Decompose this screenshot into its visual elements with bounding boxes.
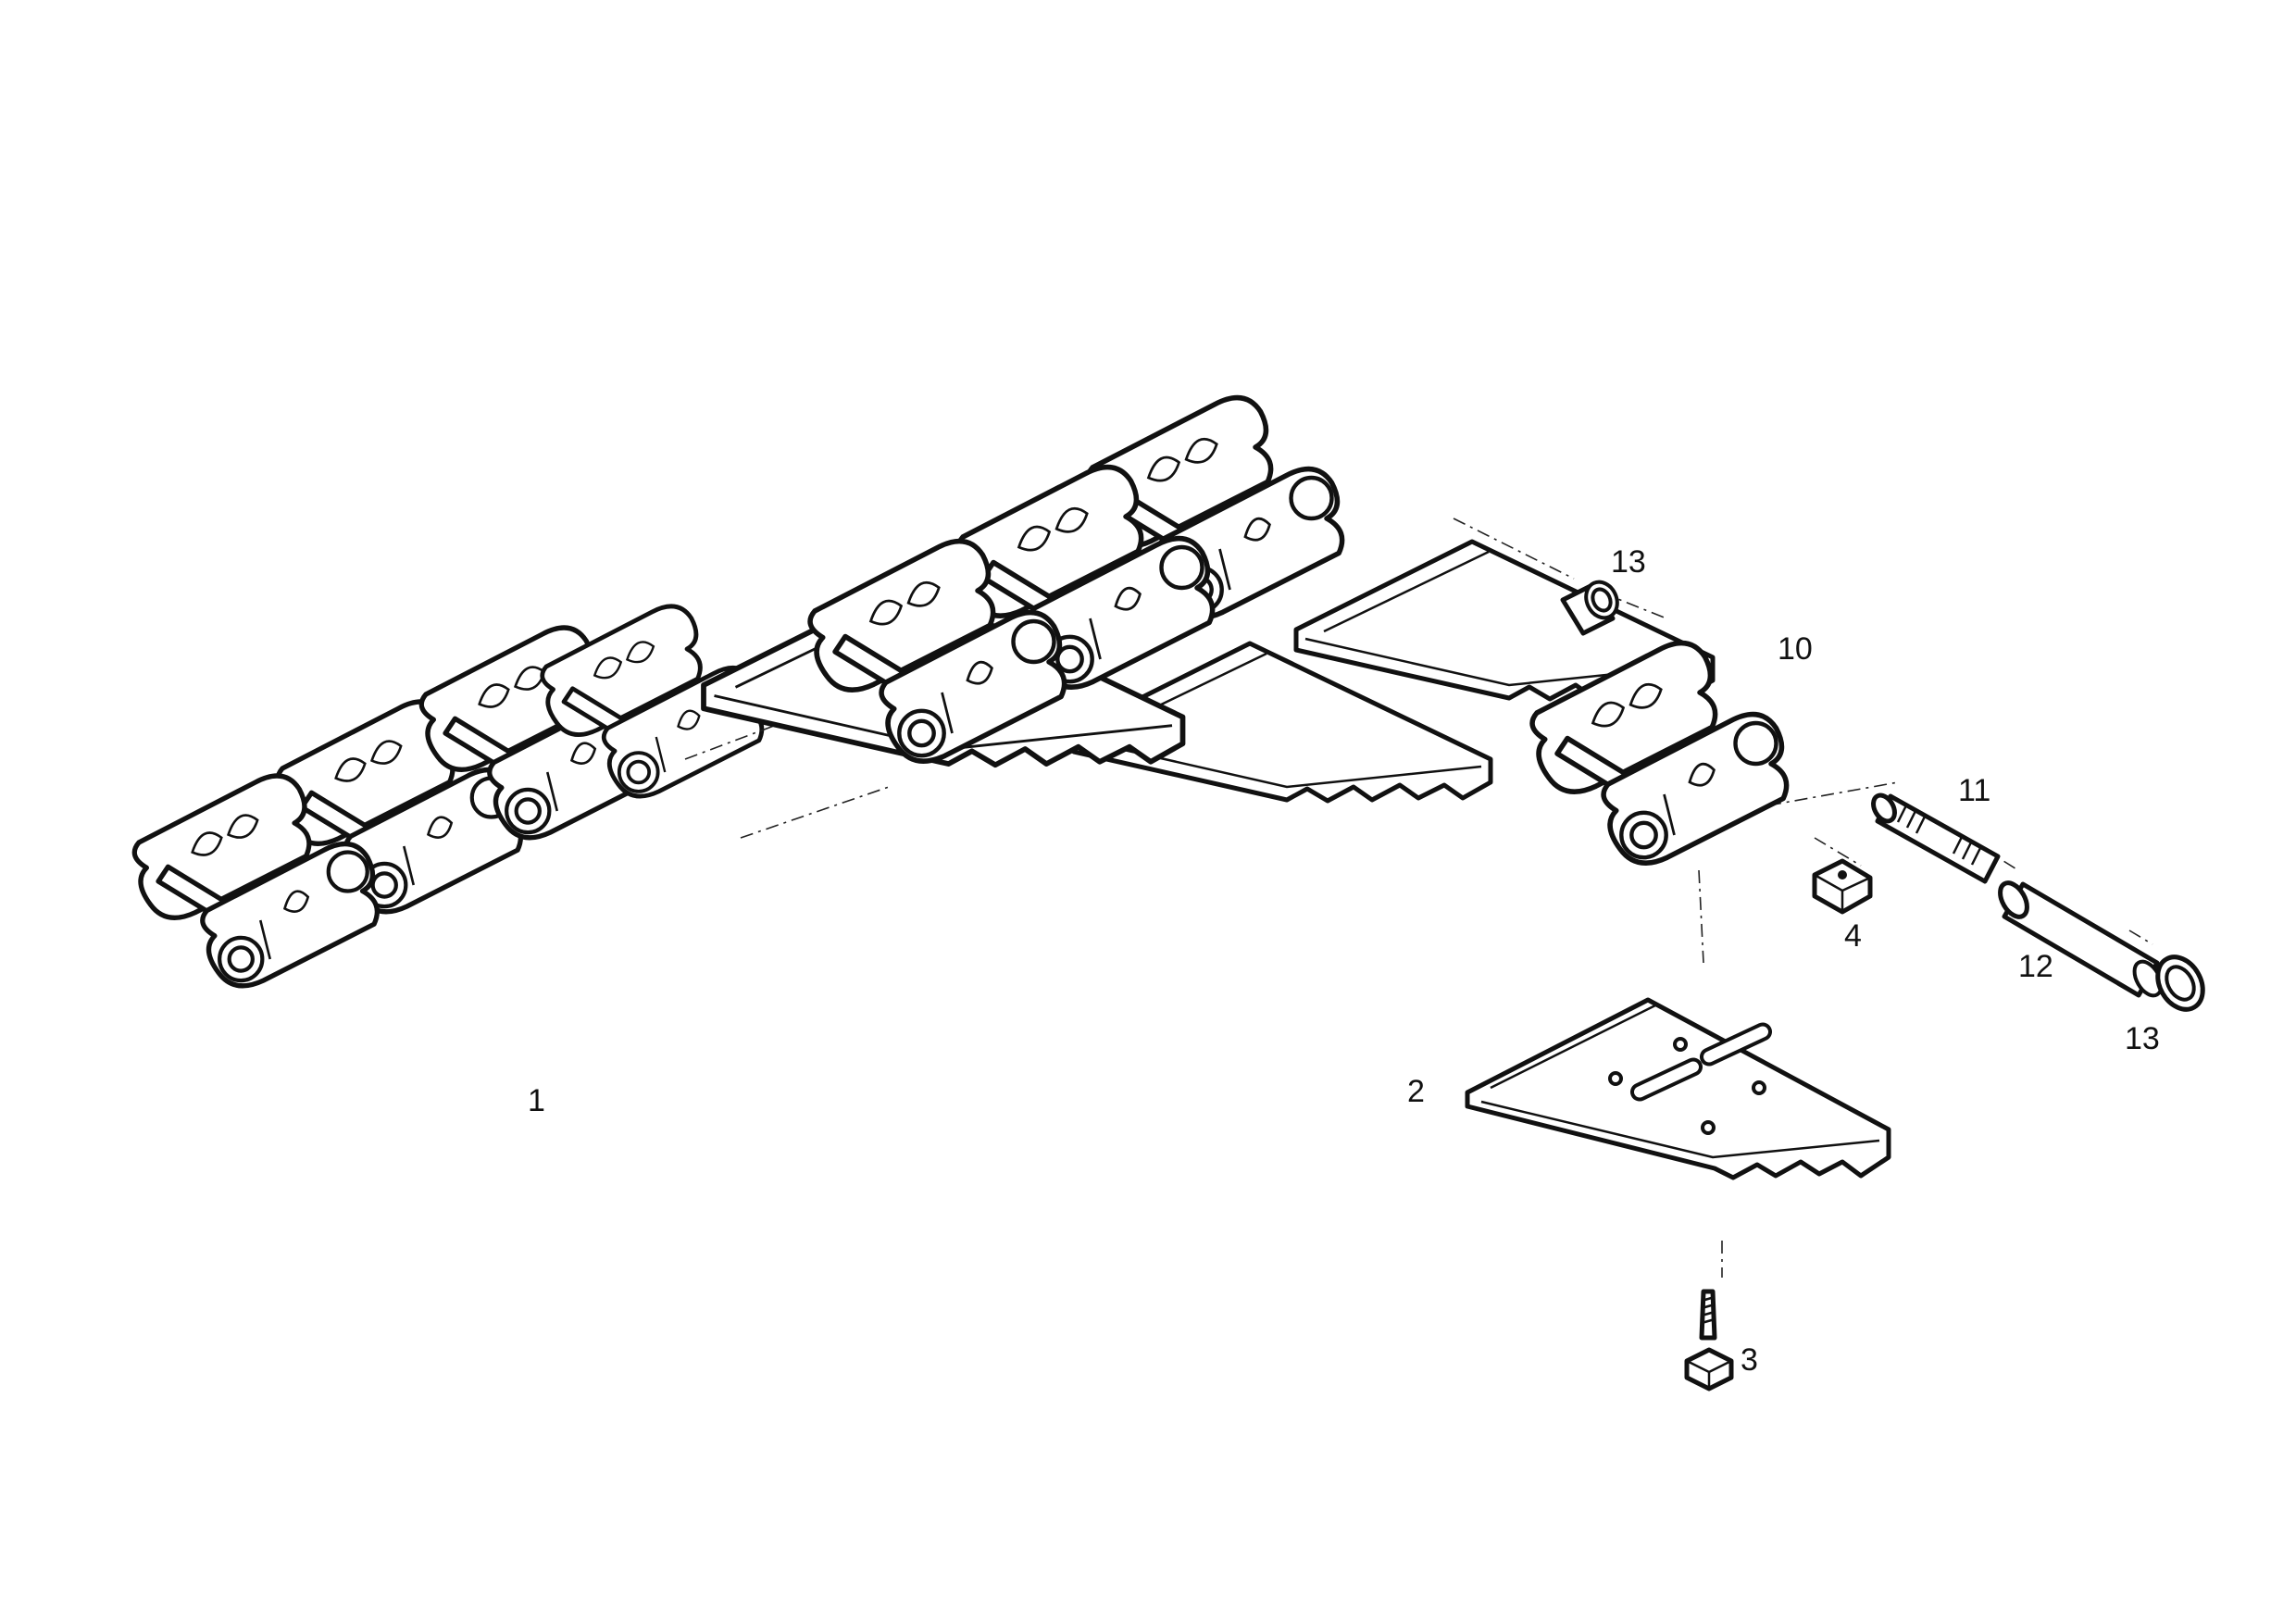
callout-10: 10 bbox=[1778, 631, 1813, 667]
bolt-3 bbox=[1684, 1289, 1734, 1391]
callout-13-top: 13 bbox=[1611, 544, 1646, 580]
callout-2: 2 bbox=[1407, 1074, 1425, 1109]
callout-3: 3 bbox=[1741, 1342, 1758, 1378]
callout-12: 12 bbox=[2018, 949, 2053, 984]
pin-11 bbox=[1871, 792, 2001, 884]
bushing-12 bbox=[1998, 880, 2164, 998]
bushing-13-top bbox=[1560, 580, 1619, 636]
nut-4 bbox=[1812, 858, 1873, 915]
callout-13-right: 13 bbox=[2125, 1021, 2160, 1056]
track-chain-assembly-1 bbox=[134, 606, 762, 986]
callout-1: 1 bbox=[528, 1083, 545, 1118]
track-shoe-plate-2 bbox=[1465, 997, 1891, 1180]
callout-11: 11 bbox=[1958, 773, 1990, 808]
callout-4: 4 bbox=[1844, 918, 1862, 954]
seal-13-right bbox=[2155, 954, 2205, 1012]
callout-labels: 1 2 3 4 10 11 12 13 13 bbox=[528, 544, 2160, 1378]
